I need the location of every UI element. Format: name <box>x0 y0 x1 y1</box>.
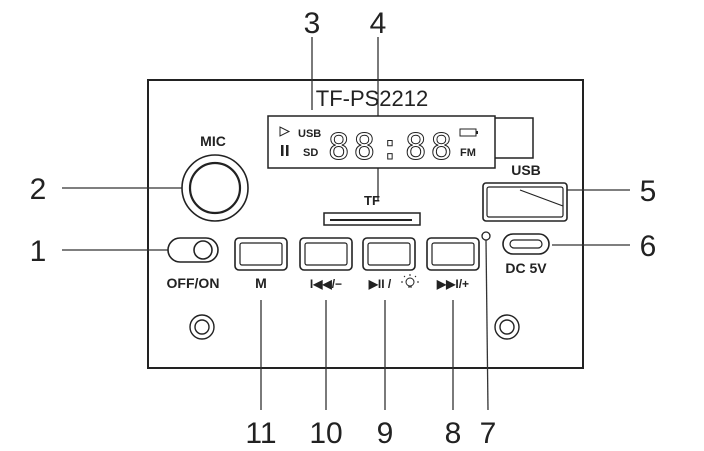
callout-5: 5 <box>640 175 657 208</box>
segment-digits: 88:88 <box>328 127 456 168</box>
dc-port-inner <box>509 239 543 249</box>
pause-indicator-icon <box>286 145 289 156</box>
switch-label: OFF/ON <box>167 275 220 291</box>
mount-hole-right-inner <box>499 319 515 335</box>
usb-connector-outline <box>495 117 534 159</box>
play-indicator-icon <box>279 126 291 137</box>
usb-port-tongue <box>519 189 564 207</box>
button-play[interactable] <box>362 237 416 271</box>
mic-icon <box>188 161 242 215</box>
prev-button-face <box>304 242 348 266</box>
mode-button-face <box>239 242 283 266</box>
button-prev[interactable] <box>299 237 353 271</box>
callout-8: 8 <box>445 417 462 450</box>
tf-label: TF <box>364 193 380 208</box>
battery-tip-icon <box>476 131 478 134</box>
dc-label: DC 5V <box>505 260 547 276</box>
callout-6: 6 <box>640 230 657 263</box>
display-fm-label: FM <box>460 147 476 159</box>
lcd-frame <box>267 115 496 169</box>
mount-hole-left <box>189 314 215 340</box>
prev-button[interactable] <box>299 237 353 271</box>
play-button[interactable] <box>362 237 416 271</box>
mode-button[interactable] <box>234 237 288 271</box>
prev-button-label: I◀◀/− <box>310 277 342 291</box>
leader-lines <box>62 37 630 411</box>
callout-2: 2 <box>30 173 47 206</box>
mic-label: MIC <box>200 133 226 149</box>
leader-7 <box>485 239 489 411</box>
play-button-label: ▶II / <box>368 277 392 291</box>
usb-port-inner <box>486 186 564 218</box>
callout-10: 10 <box>309 417 342 450</box>
callout-7: 7 <box>480 417 497 450</box>
callout-4: 4 <box>370 7 387 40</box>
bulb-ray-icon <box>414 275 417 278</box>
mode-button-label: M <box>255 275 267 291</box>
display-usb-label: USB <box>298 128 321 140</box>
dc-power-port[interactable] <box>502 233 550 255</box>
next-button[interactable] <box>426 237 480 271</box>
display-sd-label: SD <box>303 147 318 159</box>
callout-11: 11 <box>245 417 276 450</box>
callout-3: 3 <box>304 7 321 40</box>
callout-1: 1 <box>30 235 47 268</box>
button-next[interactable] <box>426 237 480 271</box>
usb-port-label: USB <box>511 162 541 178</box>
mount-hole-right <box>494 314 520 340</box>
usb-port[interactable] <box>482 182 568 222</box>
mount-hole-left-inner <box>194 319 210 335</box>
bulb-ray-icon <box>403 275 406 278</box>
next-button-face <box>431 242 475 266</box>
lcd-display: USB SD 88:88 FM <box>267 115 496 169</box>
bulb-glass-icon <box>405 277 415 287</box>
play-button-face <box>367 242 411 266</box>
model-title: TF-PS2212 <box>316 86 429 111</box>
next-button-label: ▶▶I/+ <box>436 277 469 291</box>
light-bulb-icon <box>401 274 419 288</box>
led-indicator <box>481 231 491 241</box>
button-mode[interactable] <box>234 237 288 271</box>
callout-9: 9 <box>377 417 394 450</box>
pause-indicator-icon <box>281 145 284 156</box>
panel-board <box>147 79 584 369</box>
switch-knob <box>193 240 213 260</box>
